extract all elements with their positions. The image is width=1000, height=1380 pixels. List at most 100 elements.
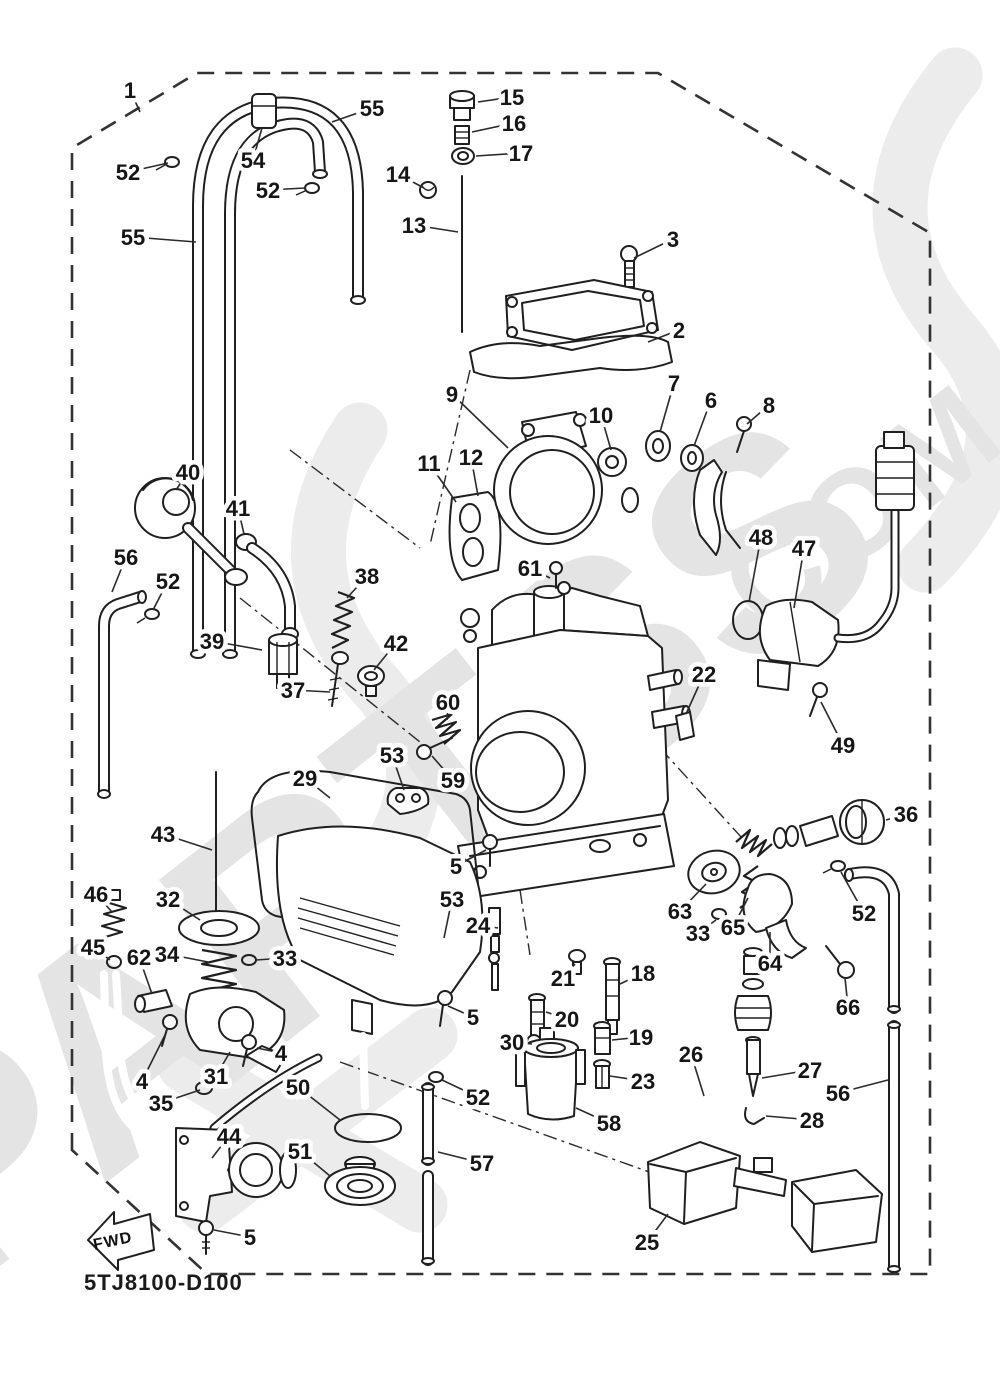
hose-clamp-52 xyxy=(428,1071,444,1083)
part-number-52: 52 xyxy=(852,901,876,926)
leader-line-39 xyxy=(211,640,263,651)
diagram-code: 5TJ8100-D100 xyxy=(84,1270,243,1295)
leader-line-58 xyxy=(575,1107,610,1124)
part-number-41: 41 xyxy=(226,496,250,521)
diaphragm-32 xyxy=(178,910,260,946)
part-number-49: 49 xyxy=(831,733,855,758)
part-number-10: 10 xyxy=(589,403,613,428)
hose-clamp-52 xyxy=(155,156,180,171)
part-number-35: 35 xyxy=(149,1091,173,1116)
part-number-55: 55 xyxy=(360,96,384,121)
part-number-21: 21 xyxy=(551,966,575,991)
part-number-5: 5 xyxy=(450,854,462,879)
part-number-36: 36 xyxy=(894,802,918,827)
screw-37 xyxy=(327,651,349,707)
jet-holder-19 xyxy=(593,1021,611,1055)
part-number-1: 1 xyxy=(124,78,136,103)
tps-sensor xyxy=(732,431,915,717)
leader-line-26 xyxy=(690,1053,705,1097)
part-number-37: 37 xyxy=(281,678,305,703)
part-number-33: 33 xyxy=(686,921,710,946)
leader-line-49 xyxy=(820,701,844,746)
part-number-9: 9 xyxy=(446,382,458,407)
screws-61 xyxy=(549,561,571,607)
part-number-4: 4 xyxy=(275,1041,288,1066)
leader-line-53 xyxy=(391,754,405,791)
cover-screw-3 xyxy=(620,245,638,288)
leader-line-22 xyxy=(685,673,705,715)
leader-line-9 xyxy=(451,393,509,449)
screw-49 xyxy=(809,682,828,717)
pin-26 xyxy=(699,1095,739,1127)
leader-line-52 xyxy=(127,162,169,173)
leader-line-46 xyxy=(95,893,113,913)
part-number-24: 24 xyxy=(466,913,491,938)
pin-22 xyxy=(675,711,695,741)
part-number-47: 47 xyxy=(792,536,816,561)
part-number-4: 4 xyxy=(136,1069,149,1094)
part-number-12: 12 xyxy=(459,445,483,470)
part-number-63: 63 xyxy=(668,899,692,924)
leader-line-23 xyxy=(609,1075,644,1082)
construction-lines xyxy=(239,369,743,1191)
needle-valve-column xyxy=(734,947,772,1125)
leader-line-3 xyxy=(633,238,674,259)
part-number-3: 3 xyxy=(667,227,679,252)
float-bowl xyxy=(250,769,484,1110)
idle-adjuster-60-59 xyxy=(416,712,462,760)
jets xyxy=(488,907,621,1089)
leader-line-56 xyxy=(837,1079,889,1094)
ring-35 xyxy=(195,1081,213,1095)
leader-line-2 xyxy=(647,329,680,343)
jet-needle-set xyxy=(419,90,475,333)
throttle-shaft-assembly xyxy=(448,411,639,581)
leader-line-41 xyxy=(237,507,245,535)
part-number-55: 55 xyxy=(121,225,145,250)
leader-line-38 xyxy=(346,575,368,599)
fwd-arrow: FWD xyxy=(87,1211,155,1271)
leader-line-52 xyxy=(441,1079,479,1098)
watermark-swoosh xyxy=(872,47,1000,593)
leader-line-33 xyxy=(697,919,717,934)
part-number-34: 34 xyxy=(155,942,180,967)
part-number-44: 44 xyxy=(217,1124,242,1149)
part-number-53: 53 xyxy=(380,743,404,768)
part-number-45: 45 xyxy=(81,935,105,960)
part-number-28: 28 xyxy=(800,1108,824,1133)
part-number-23: 23 xyxy=(631,1069,655,1094)
part-number-64: 64 xyxy=(758,951,783,976)
leader-line-51 xyxy=(299,1150,331,1177)
drain-plug xyxy=(324,1113,402,1206)
leader-line-54 xyxy=(252,127,263,161)
spring-38 xyxy=(330,590,356,649)
leader-line-59 xyxy=(431,755,454,781)
hose-clip-54 xyxy=(251,93,277,129)
part-number-62: 62 xyxy=(127,945,151,970)
spring-46 xyxy=(100,900,128,940)
fuel-inlet-44 xyxy=(175,1053,323,1255)
float-25 xyxy=(647,1141,883,1253)
leader-line-56 xyxy=(111,556,127,593)
leader-line-31 xyxy=(215,1051,231,1077)
screw-5 xyxy=(198,1220,214,1255)
o-ring-50 xyxy=(334,1113,402,1143)
choke-knob-40 xyxy=(134,477,248,586)
part-number-18: 18 xyxy=(631,961,655,986)
part-number-52: 52 xyxy=(156,569,180,594)
leader-line-50 xyxy=(297,1086,341,1121)
leader-line-61 xyxy=(529,567,551,579)
part-number-27: 27 xyxy=(798,1058,822,1083)
leader-line-16 xyxy=(471,122,515,133)
venturi-bore xyxy=(470,710,586,826)
part-number-58: 58 xyxy=(597,1111,621,1136)
leader-line-4 xyxy=(141,1034,166,1082)
leader-line-37 xyxy=(292,689,331,693)
leader-line-18 xyxy=(619,972,644,985)
leader-line-7 xyxy=(659,382,675,433)
part-number-56: 56 xyxy=(826,1081,850,1106)
leader-line-6 xyxy=(693,399,712,447)
leader-line-30 xyxy=(511,1041,533,1045)
leader-line-15 xyxy=(477,96,513,103)
